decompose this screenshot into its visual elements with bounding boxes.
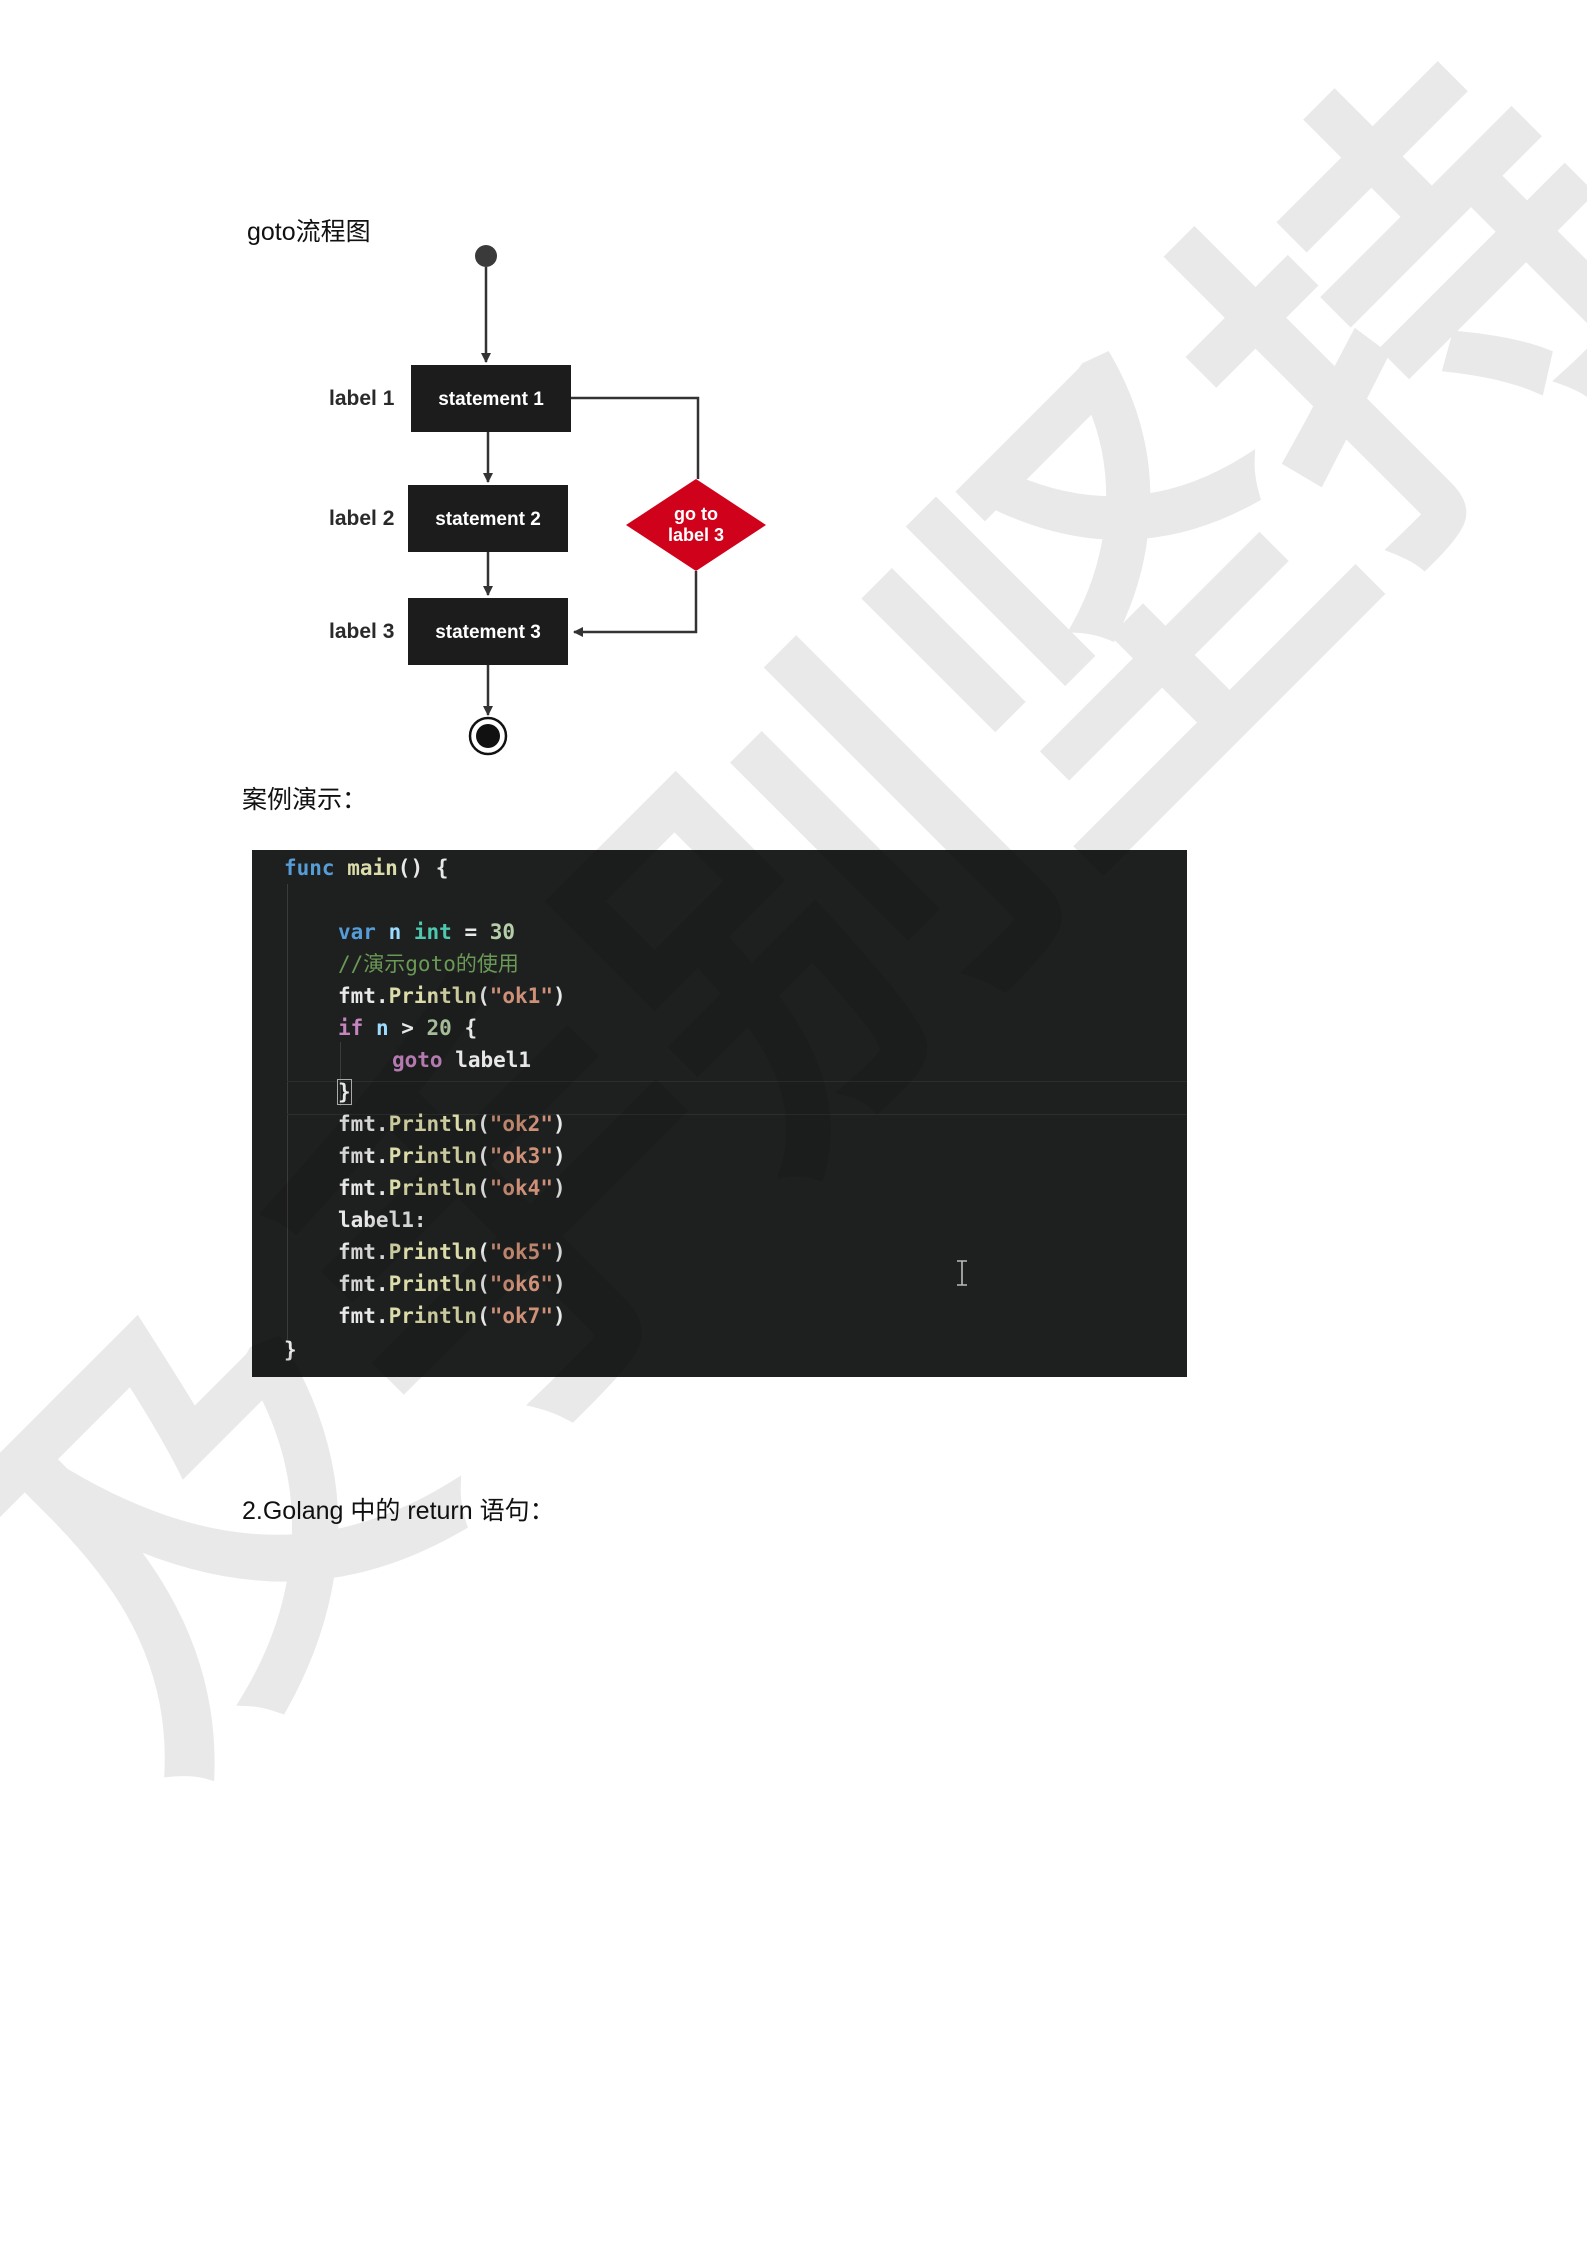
- section-2-heading: 2.Golang 中的 return 语句：: [242, 1497, 555, 1525]
- start-node: [475, 245, 497, 267]
- decision-diamond: [626, 479, 766, 571]
- demo-heading: 案例演示：: [242, 785, 368, 814]
- goto-flowchart: statement 1 statement 2 statement 3 labe…: [329, 245, 766, 756]
- indent-guide: [287, 884, 288, 1340]
- label-3: label 3: [329, 620, 394, 643]
- statement-1-box: [411, 365, 571, 432]
- statement-2-text: statement 2: [435, 509, 541, 530]
- current-line-highlight: [287, 1081, 1187, 1115]
- text-cursor-icon: [957, 1260, 967, 1286]
- code-line-10: fmt.Println("ok4"): [338, 1176, 566, 1200]
- code-line-13: fmt.Println("ok6"): [338, 1272, 566, 1296]
- code-line-8: fmt.Println("ok2"): [338, 1112, 566, 1136]
- code-line-2: var n int = 30: [338, 920, 516, 944]
- branch-line-to-decision: [571, 396, 700, 479]
- code-line-14: fmt.Println("ok7"): [338, 1304, 566, 1328]
- label-2: label 2: [329, 507, 394, 530]
- statement-3-box: [408, 598, 568, 665]
- code-line-12: fmt.Println("ok5"): [338, 1240, 566, 1264]
- statement-2-box: [408, 485, 568, 552]
- decision-text-line1: go to: [674, 504, 718, 524]
- code-block: func main() { var n int = 30 //演示goto的使用…: [252, 850, 1187, 1377]
- code-line-9: fmt.Println("ok3"): [338, 1144, 566, 1168]
- code-line-6: goto label1: [392, 1048, 532, 1072]
- arrow-decision-to-statement-3: [573, 571, 698, 637]
- code-line-3: //演示goto的使用: [338, 952, 519, 976]
- code-line-4: fmt.Println("ok1"): [338, 984, 566, 1008]
- statement-3-text: statement 3: [435, 622, 541, 643]
- statement-1-text: statement 1: [438, 389, 544, 410]
- end-node-core: [476, 724, 500, 748]
- code-line-7: }: [337, 1079, 352, 1105]
- label-1: label 1: [329, 387, 395, 410]
- code-line-15: }: [284, 1338, 297, 1362]
- code-line-1: func main() {: [284, 856, 449, 880]
- code-line-5: if n > 20 {: [338, 1016, 478, 1040]
- decision-text-line2: label 3: [668, 525, 724, 545]
- flowchart-title: goto流程图: [247, 218, 371, 246]
- code-line-11: label1:: [338, 1208, 427, 1232]
- indent-guide-inner: [340, 1042, 341, 1106]
